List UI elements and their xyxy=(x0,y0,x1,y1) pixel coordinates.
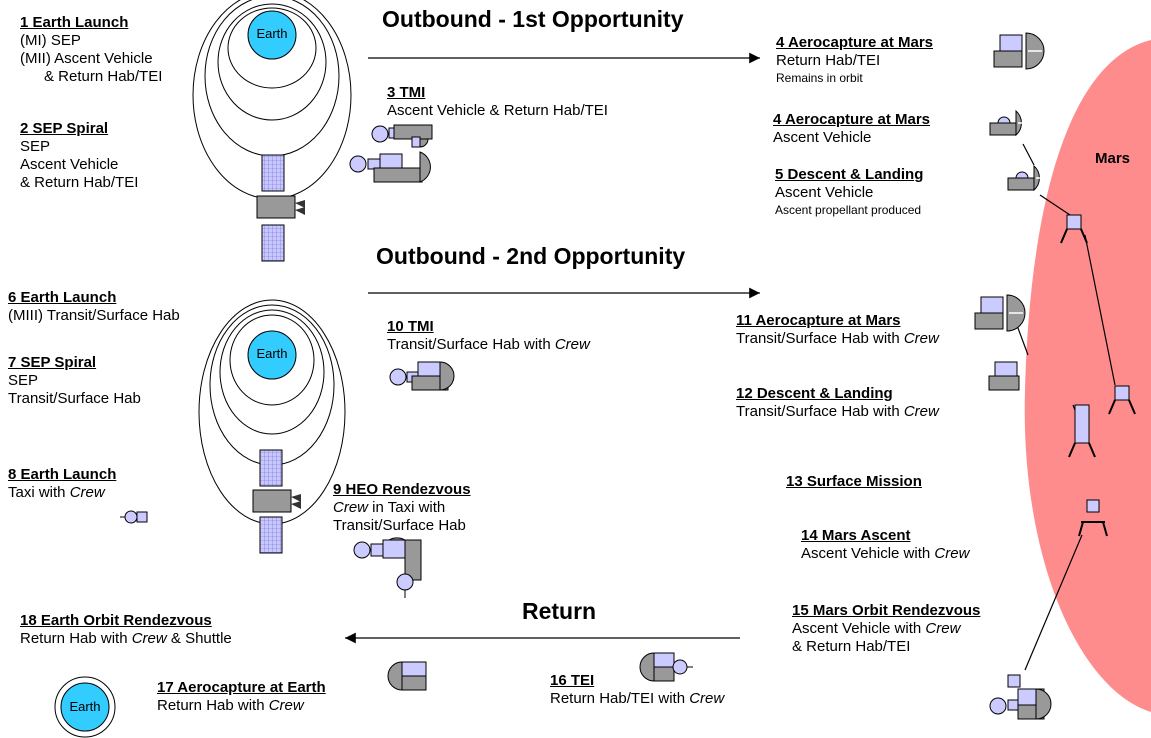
lander-12 xyxy=(1068,404,1096,458)
step-3: 3 TMI Ascent Vehicle & Return Hab/TEI xyxy=(387,84,608,119)
earth-label-1: Earth xyxy=(256,26,288,41)
ascent-14 xyxy=(1078,499,1108,537)
vehicle-8 xyxy=(120,510,148,524)
step-13: 13 Surface Mission xyxy=(786,473,922,490)
earth-orbit-2 xyxy=(198,299,346,554)
mars-label: Mars xyxy=(1095,150,1131,167)
vehicle-3a xyxy=(371,124,433,148)
step-14: 14 Mars Ascent Ascent Vehicle with Crew xyxy=(801,527,970,562)
mars-planet xyxy=(1024,40,1151,712)
vehicle-5 xyxy=(1007,165,1049,191)
step-7: 7 SEP Spiral SEP Transit/Surface Hab xyxy=(8,354,141,407)
outbound1-header: Outbound - 1st Opportunity xyxy=(382,6,684,32)
earth-orbit-1 xyxy=(192,0,352,262)
step-15: 15 Mars Orbit Rendezvous Ascent Vehicle … xyxy=(792,602,981,655)
earth-label-3: Earth xyxy=(69,699,101,714)
vehicle-16 xyxy=(639,652,693,682)
vehicle-9 xyxy=(353,537,422,598)
outbound2-header: Outbound - 2nd Opportunity xyxy=(376,243,686,269)
step-17: 17 Aerocapture at Earth Return Hab with … xyxy=(157,679,326,714)
earth-return xyxy=(54,676,116,738)
vehicle-4b xyxy=(989,110,1031,136)
step-5: 5 Descent & Landing Ascent Vehicle Ascen… xyxy=(775,166,924,217)
step-9: 9 HEO Rendezvous Crew in Taxi with Trans… xyxy=(333,481,471,534)
step-4a: 4 Aerocapture at Mars Return Hab/TEI Rem… xyxy=(776,34,934,85)
step-2: 2 SEP Spiral SEP Ascent Vehicle & Return… xyxy=(20,120,139,191)
step-4b: 4 Aerocapture at Mars Ascent Vehicle xyxy=(773,111,931,146)
step-16: 16 TEI Return Hab/TEI with Crew xyxy=(550,672,725,707)
vehicle-4a xyxy=(993,32,1045,70)
vehicle-3b xyxy=(349,151,431,183)
step-10: 10 TMI Transit/Surface Hab with Crew xyxy=(387,318,590,353)
step-8: 8 Earth Launch Taxi with Crew xyxy=(8,466,117,501)
return-header: Return xyxy=(522,598,597,624)
vehicle-11 xyxy=(974,294,1026,332)
vehicle-15 xyxy=(989,674,1052,720)
vehicle-12 xyxy=(988,361,1020,391)
vehicle-17 xyxy=(387,661,427,691)
step-18: 18 Earth Orbit Rendezvous Return Hab wit… xyxy=(20,612,232,647)
step-6: 6 Earth Launch (MIII) Transit/Surface Ha… xyxy=(8,289,180,324)
earth-label-2: Earth xyxy=(256,346,288,361)
vehicle-10 xyxy=(389,361,455,391)
step-1: 1 Earth Launch (MI) SEP (MII) Ascent Veh… xyxy=(20,14,163,85)
step-12: 12 Descent & Landing Transit/Surface Hab… xyxy=(736,385,939,420)
step-11: 11 Aerocapture at Mars Transit/Surface H… xyxy=(736,312,939,347)
